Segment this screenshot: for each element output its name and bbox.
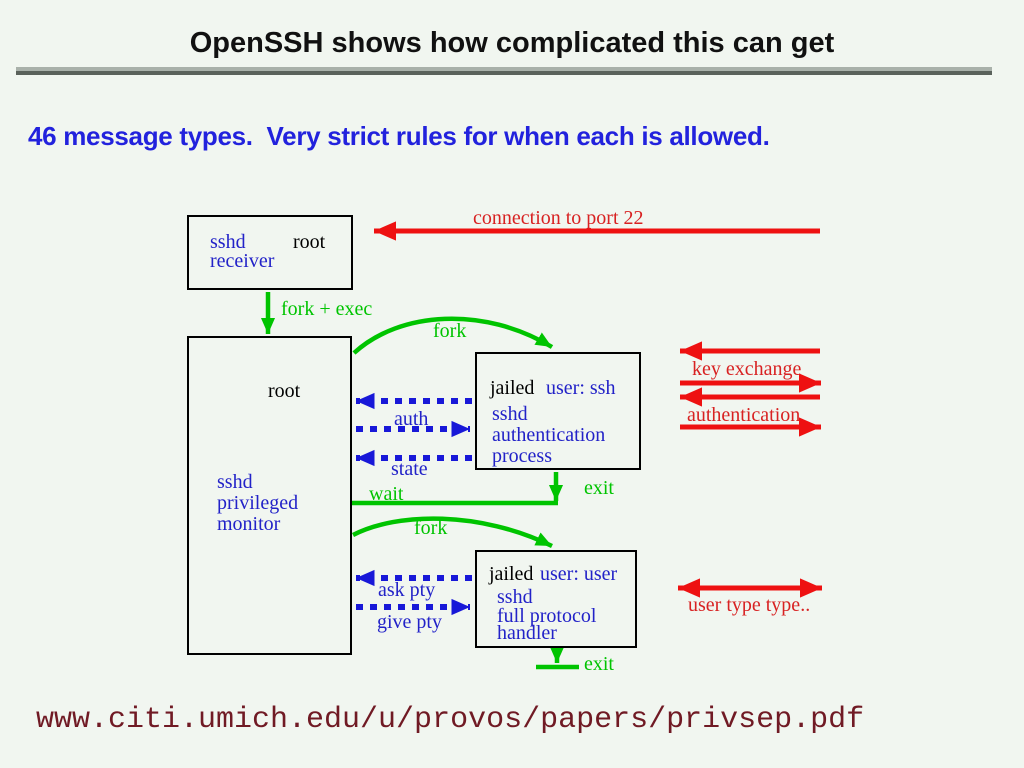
jail2-user-label: user: user xyxy=(540,563,618,585)
monitor-line-2: privileged xyxy=(217,492,299,514)
jail1-user-label: user: ssh xyxy=(546,377,616,399)
label-state: state xyxy=(391,458,428,480)
receiver-user-label: root xyxy=(293,231,326,253)
jail1-line-3: process xyxy=(492,445,552,467)
jail2-line-1: sshd xyxy=(497,586,533,608)
label-exit-1: exit xyxy=(584,477,614,499)
label-fork-exec: fork + exec xyxy=(281,298,373,320)
jail1-line-2: authentication xyxy=(492,424,606,446)
label-exit-2: exit xyxy=(584,653,614,675)
footer-url: www.citi.umich.edu/u/provos/papers/privs… xyxy=(36,703,865,737)
jail2-jailed-label: jailed xyxy=(489,563,534,585)
fork1-curve-arrow xyxy=(352,316,554,355)
label-fork-1: fork xyxy=(433,320,467,342)
label-fork-2: fork xyxy=(414,517,448,539)
label-connection-to-port-22: connection to port 22 xyxy=(473,207,644,229)
fork2-curve-arrow xyxy=(351,516,553,549)
jail1-line-1: sshd xyxy=(492,403,528,425)
jail1-jailed-label: jailed xyxy=(490,377,535,399)
label-key-exchange: key exchange xyxy=(692,358,802,380)
slide-title: OpenSSH shows how complicated this can g… xyxy=(189,27,835,59)
label-ask-pty: ask pty xyxy=(378,579,436,601)
receiver-role-label: receiver xyxy=(210,250,275,272)
label-authentication: authentication xyxy=(687,404,801,426)
box-jailed-protocol-handler: jailed user: user sshd full protocol han… xyxy=(475,550,637,648)
monitor-line-1: sshd xyxy=(217,471,253,493)
label-give-pty: give pty xyxy=(377,611,442,633)
title-divider xyxy=(16,67,992,75)
label-auth: auth xyxy=(394,408,429,430)
jail2-line-3: handler xyxy=(497,622,557,644)
box-privileged-monitor: root sshd privileged monitor xyxy=(187,336,352,655)
box-jailed-auth-process: jailed user: ssh sshd authentication pro… xyxy=(475,352,641,470)
box-sshd-receiver: sshd root receiver xyxy=(187,215,353,290)
jail2-line-2: full protocol xyxy=(497,605,597,627)
label-wait: wait xyxy=(369,483,404,505)
label-user-type: user type type.. xyxy=(688,594,811,616)
monitor-user-label: root xyxy=(268,380,301,402)
monitor-line-3: monitor xyxy=(217,513,281,535)
slide-subtitle: 46 message types. Very strict rules for … xyxy=(28,121,770,151)
receiver-proc-label: sshd xyxy=(210,231,246,253)
